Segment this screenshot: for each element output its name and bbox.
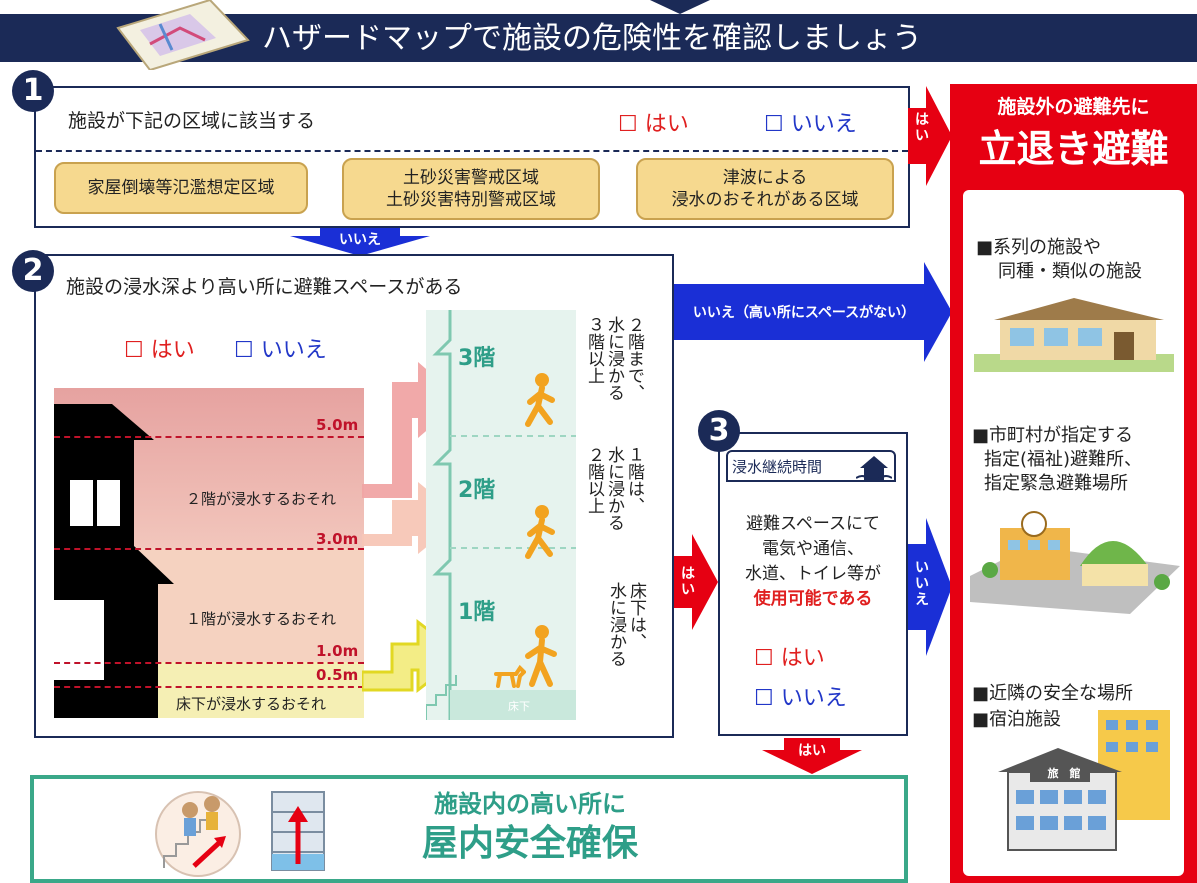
note-text: 水に浸かる [606,582,626,667]
area-tag-label: 土砂災害警戒区域 [403,168,539,188]
note-text: １階は、 [624,446,644,514]
step3-yes-checkbox[interactable]: ☐ はい [754,646,825,671]
dog-icon [494,664,526,688]
floor-label-2f: 2階 [458,478,496,503]
person-icon [525,505,555,559]
area-tag-label: 家屋倒壊等氾濫想定区域 [87,178,275,198]
evacuate-title-small: 施設外の避難先に [997,96,1150,118]
note-text: ２階以上 [584,446,604,514]
house-silhouette [54,404,174,718]
note-text: ２階まで、 [624,316,644,401]
area-tag-tsunami: 津波による 浸水のおそれがある区域 [636,158,894,220]
floor-label-3f: 3階 [458,346,496,371]
hazard-map-icon [116,0,250,70]
option-lodging: ■宿泊施設 [972,709,1062,730]
step2-number: 2 [12,250,54,292]
school-shelter-illustration [970,511,1180,614]
step3-no-arrow [908,518,952,656]
note-text: ３階以上 [584,316,604,384]
note-text: 水に浸かる [604,316,624,401]
step1-question: 施設が下記の区域に該当する [68,110,316,132]
level-line-5m [54,436,364,438]
step3-line: 電気や通信、 [762,539,864,559]
risk-label-1f: １階が浸水するおそれ [186,610,337,628]
option-line: 同種・類似の施設 [998,261,1142,282]
level-line-05m [54,686,364,688]
meter-label: 1.0m [316,642,359,660]
step3-box [718,432,908,736]
floor-label-underfloor: 床下 [508,700,530,713]
meter-label: 3.0m [316,530,359,548]
note-text: 水に浸かる [604,446,624,531]
option-affiliated-facility: ■系列の施設や 同種・類似の施設 [976,236,1142,284]
step3-line: 水道、トイレ等が [745,564,881,584]
meter-label: 5.0m [316,416,359,434]
note-text: 床下は、 [626,582,646,650]
step1-no-arrow [290,228,430,256]
step1-number: 1 [12,70,54,112]
step1-yes-arrow [908,86,952,186]
note-3f: ２階まで、 水に浸かる ３階以上 [584,316,644,436]
building-rising-illustration [271,791,325,871]
inn-illustration [998,710,1170,851]
step3-no-checkbox[interactable]: ☐ いいえ [754,686,847,711]
meter-label: 0.5m [316,666,359,684]
level-line-3m [54,548,364,550]
shelter-in-place-title: 屋内安全確保 [421,823,638,864]
step3-yes-arrow-label: はい [798,743,826,759]
step1-no-arrow-label: いいえ [339,232,381,248]
step3-body: 避難スペースにて 電気や通信、 水道、トイレ等が 使用可能である [724,512,902,612]
option-designated-shelter: ■市町村が指定する 指定(福祉)避難所、 指定緊急避難場所 [972,424,1142,496]
shelter-in-place-subtitle: 施設内の高い所に [434,790,626,818]
risk-label-underfloor: 床下が浸水するおそれ [176,695,327,713]
facility-building-illustration [974,298,1174,372]
step3-yes-arrow [762,738,862,774]
step1-yes-checkbox[interactable]: ☐ はい [618,112,689,137]
step3-number: 3 [698,410,740,452]
stairs-people-illustration [155,791,241,877]
person-icon [525,625,557,687]
step2-yes-arrow [674,534,718,630]
level-line-1m [54,662,364,664]
flooded-house-icon [856,456,892,481]
note-2f: １階は、 水に浸かる ２階以上 [584,446,644,556]
step3-tab-label: 浸水継続時間 [732,458,823,476]
top-chevron [650,0,710,14]
step1-yes-arrow-label: はい [915,112,929,144]
step3-tab [726,450,896,482]
floor-label-1f: 1階 [458,600,496,625]
step2-no-arrow [674,262,952,362]
step1-divider [36,150,908,152]
option-line: 指定(福祉)避難所、 [984,449,1143,470]
evacuate-title-large: 立退き避難 [978,127,1169,171]
area-tag-landslide: 土砂災害警戒区域 土砂災害特別警戒区域 [342,158,600,220]
area-tag-label: 津波による [722,168,808,188]
area-tag-flood-collapse: 家屋倒壊等氾濫想定区域 [54,162,308,214]
area-tag-label: 浸水のおそれがある区域 [671,190,859,210]
risk-label-2f: ２階が浸水するおそれ [186,490,337,508]
page-title: ハザードマップで施設の危険性を確認しましょう [262,21,922,56]
inn-sign: 旅 館 [1047,767,1081,780]
building-stairs [426,310,576,720]
option-line: 指定緊急避難場所 [984,473,1128,494]
note-1f: 床下は、 水に浸かる [606,582,646,682]
step1-no-checkbox[interactable]: ☐ いいえ [764,112,857,137]
step2-question: 施設の浸水深より高い所に避難スペースがある [66,276,463,298]
step3-no-arrow-label: いいえ [915,560,929,608]
step2-yes-arrow-label: はい [681,566,695,598]
step3-line: 使用可能である [753,589,873,609]
option-nearby-safe-place: ■近隣の安全な場所 [972,683,1134,704]
step3-line: 避難スペースにて [746,514,880,534]
step2-yes-checkbox[interactable]: ☐ はい [124,338,195,363]
option-line: ■系列の施設や [976,237,1102,258]
step2-no-checkbox[interactable]: ☐ いいえ [234,338,327,363]
option-line: ■市町村が指定する [972,425,1134,446]
step2-no-arrow-label: いいえ（高い所にスペースがない） [692,305,916,321]
area-tag-label: 土砂災害特別警戒区域 [386,190,556,210]
person-icon [525,373,555,427]
